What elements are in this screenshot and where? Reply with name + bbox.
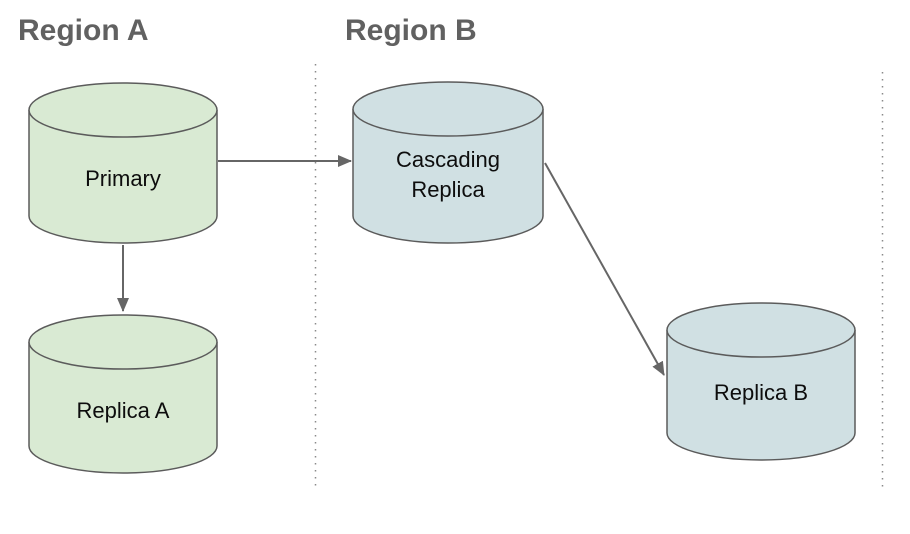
replica-b-db-cylinder-top — [666, 302, 856, 358]
replica-a-db-node: Replica A — [28, 314, 218, 474]
primary-db-node: Primary — [28, 82, 218, 244]
replica-a-db-label: Replica A — [77, 398, 170, 423]
cascading-replica-db-cylinder-top — [352, 81, 544, 137]
region-a-title: Region A — [18, 14, 149, 47]
primary-db-cylinder-top — [28, 82, 218, 138]
cascading-replica-db-cylinder-body — [352, 109, 544, 244]
replica-a-db-cylinder-body — [28, 342, 218, 474]
replica-a-db-cylinder-top — [28, 314, 218, 370]
cascading-replica-db-node: Cascading Replica — [352, 81, 544, 244]
primary-db-label: Primary — [85, 166, 161, 191]
arrow-cascading-replica-to-replica-b — [544, 162, 665, 376]
cascading-replica-db-label-line2: Replica — [411, 177, 485, 202]
region-b-title: Region B — [345, 14, 477, 47]
replica-b-db-label: Replica B — [714, 380, 808, 405]
primary-db-cylinder-body — [28, 110, 218, 244]
replica-b-db-cylinder-body — [666, 330, 856, 461]
replica-b-db-node: Replica B — [666, 302, 856, 461]
cascading-replica-db-label-line1: Cascading — [396, 147, 500, 172]
